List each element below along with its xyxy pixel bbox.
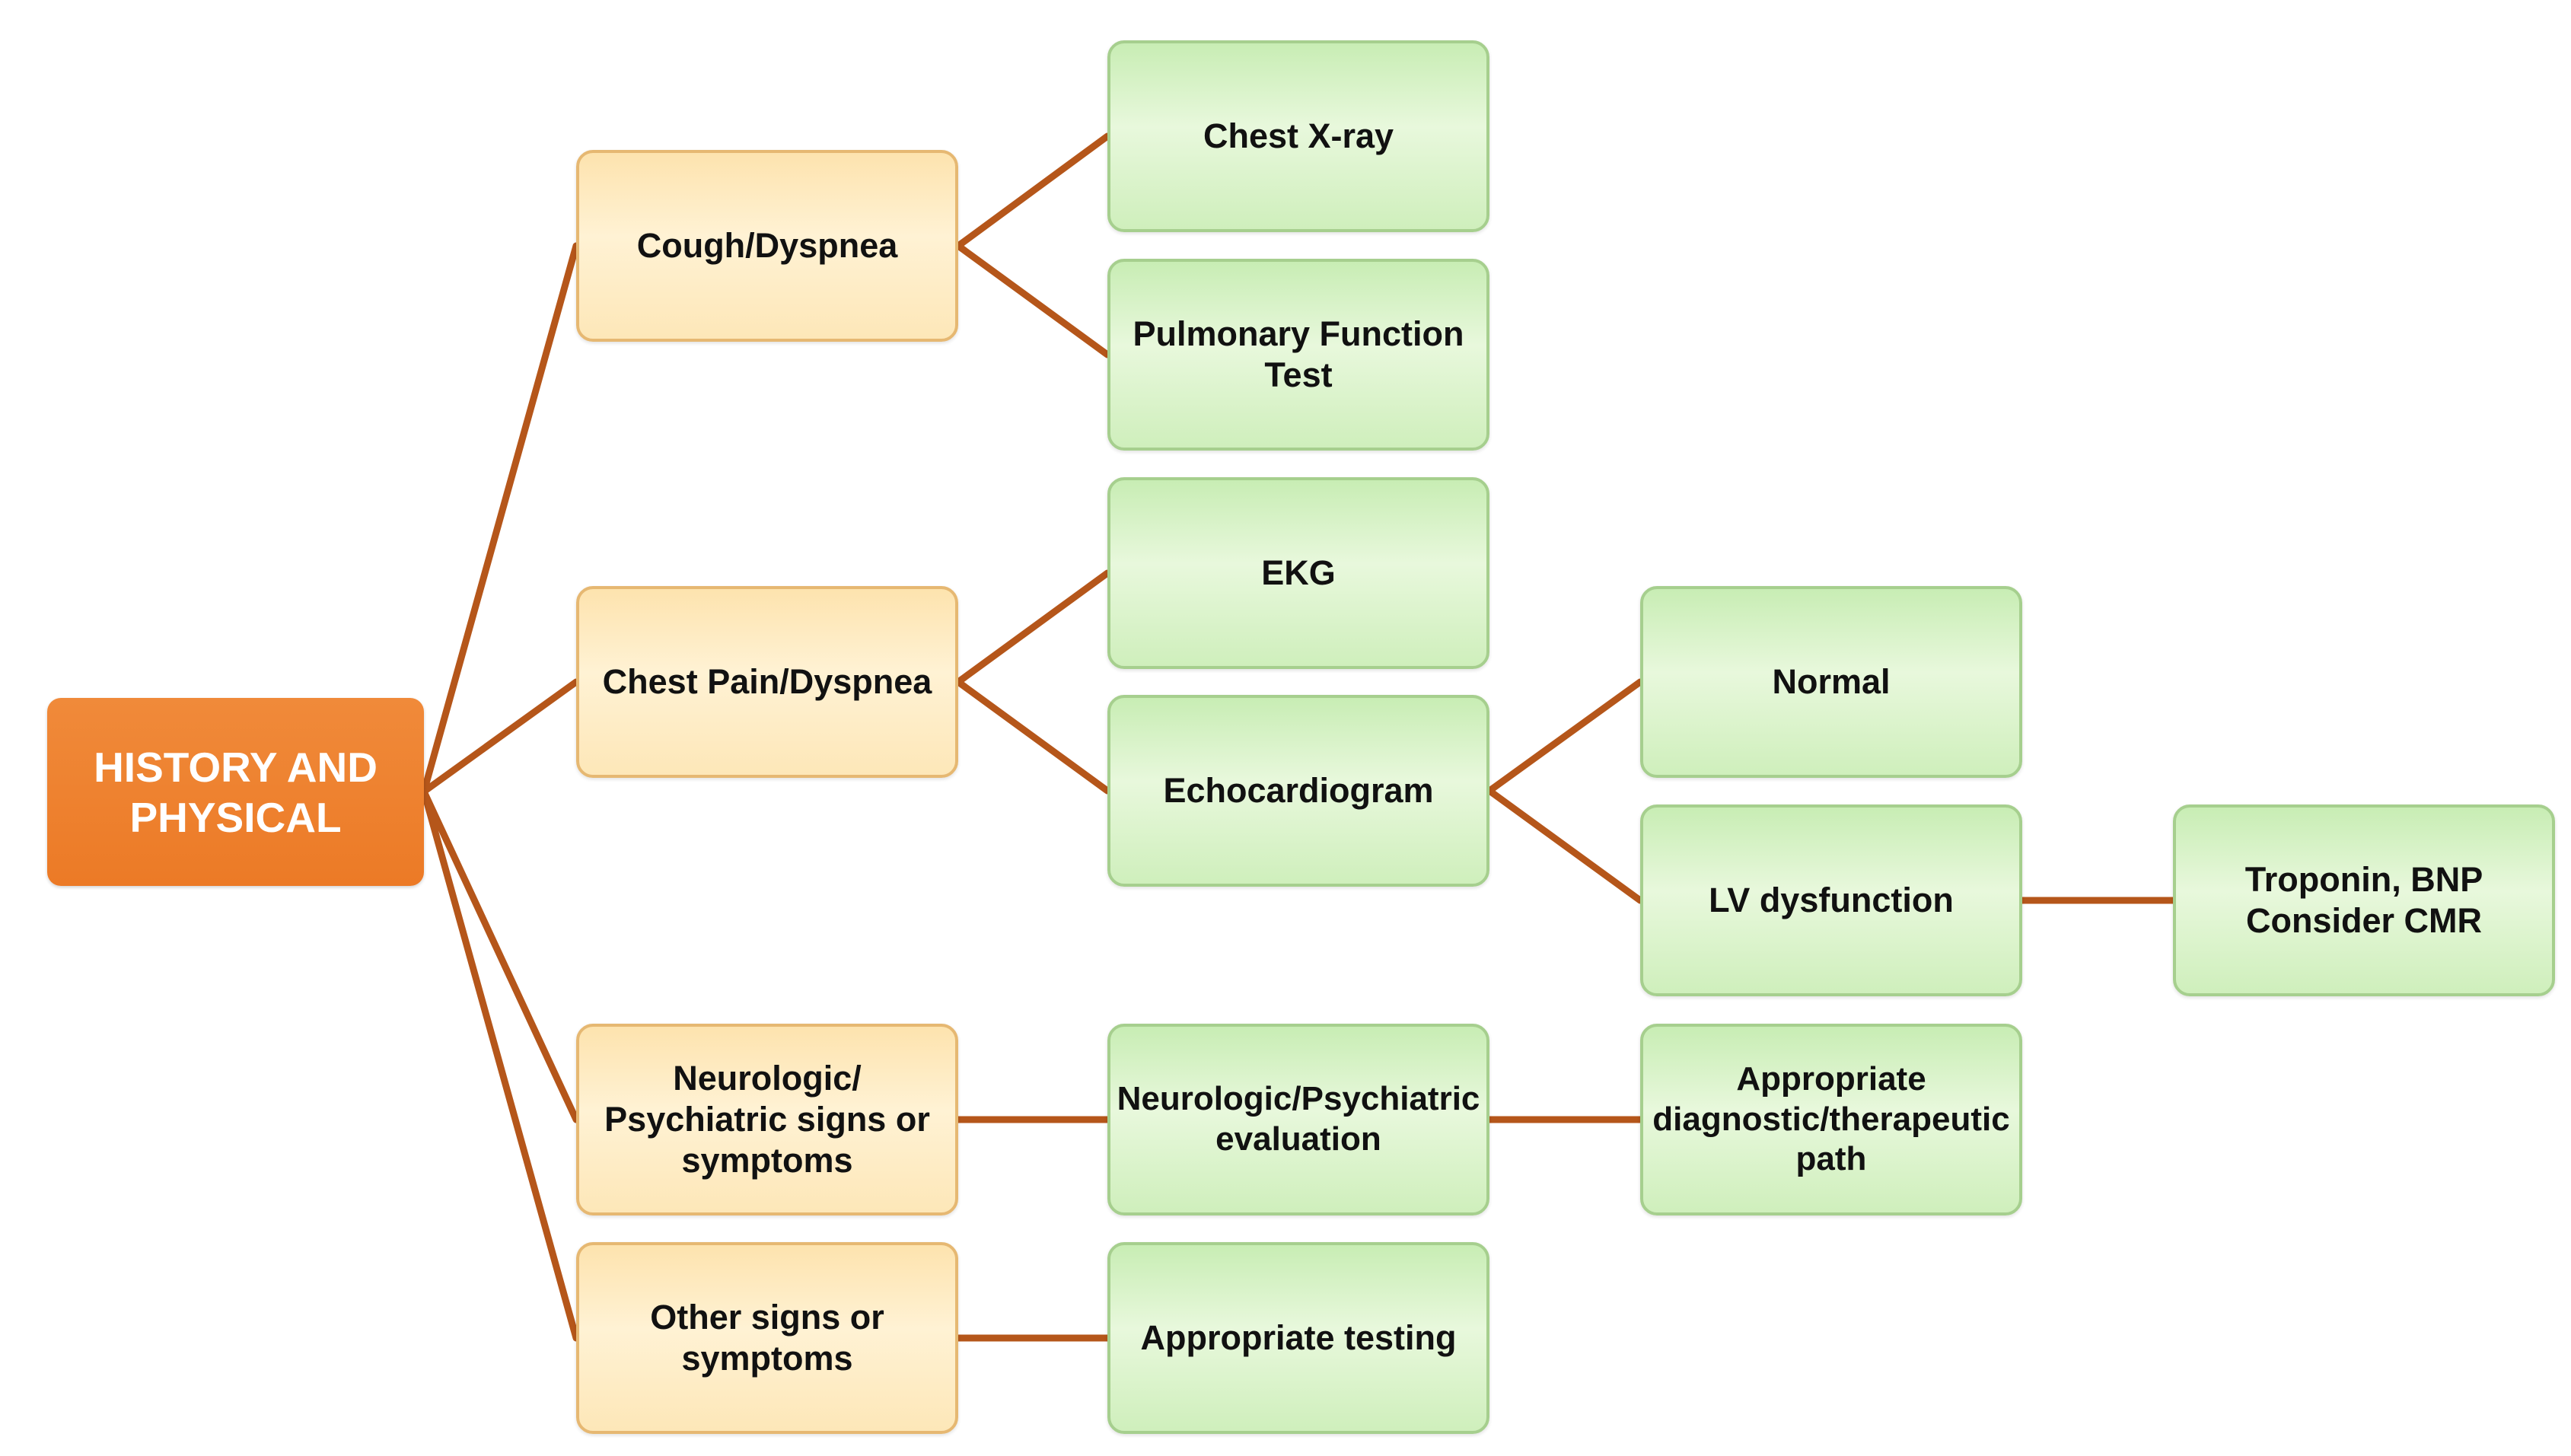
chest-pain-dyspnea-node: Chest Pain/Dyspnea [576, 586, 958, 778]
neuro-psych-signs-node: Neurologic/ Psychiatric signs or symptom… [576, 1024, 958, 1215]
connector-echo-to-lv [1486, 787, 1644, 904]
appropriate-testing-node: Appropriate testing [1107, 1242, 1489, 1434]
troponin-bnp-label: Troponin, BNP Consider CMR [2244, 860, 2483, 940]
ekg-node: EKG [1107, 477, 1489, 669]
connector-cough-to-pft [954, 242, 1111, 358]
connector-chest-pain-to-ekg [954, 569, 1111, 686]
lv-dysfunction-node: LV dysfunction [1640, 804, 2022, 996]
echocardiogram-label: Echocardiogram [1163, 771, 1434, 810]
pulmonary-function-test-label: Pulmonary Function Test [1133, 314, 1464, 394]
neuro-psych-signs-label: Neurologic/ Psychiatric signs or symptom… [604, 1059, 930, 1180]
pulmonary-function-test-node: Pulmonary Function Test [1107, 259, 1489, 451]
neuro-psych-evaluation-label: Neurologic/Psychiatric evaluation [1117, 1080, 1480, 1158]
connector-root-to-other [420, 788, 580, 1342]
appropriate-path-node: Appropriate diagnostic/therapeutic path [1640, 1024, 2022, 1215]
connector-cough-to-xray [954, 132, 1111, 250]
history-and-physical-node: HISTORY AND PHYSICAL [47, 698, 424, 886]
other-signs-label: Other signs or symptoms [650, 1298, 884, 1378]
chest-pain-dyspnea-label: Chest Pain/Dyspnea [602, 662, 932, 701]
chest-xray-node: Chest X-ray [1107, 40, 1489, 232]
connector-root-to-chest-pain [420, 678, 580, 795]
normal-node: Normal [1640, 586, 2022, 778]
ekg-label: EKG [1261, 553, 1336, 592]
connector-echo-to-normal [1486, 678, 1644, 795]
troponin-bnp-node: Troponin, BNP Consider CMR [2173, 804, 2555, 996]
neuro-psych-evaluation-node: Neurologic/Psychiatric evaluation [1107, 1024, 1489, 1215]
other-signs-node: Other signs or symptoms [576, 1242, 958, 1434]
appropriate-testing-label: Appropriate testing [1140, 1318, 1457, 1357]
connector-chest-pain-to-echo [954, 678, 1111, 795]
history-and-physical-label: HISTORY AND PHYSICAL [94, 743, 378, 841]
chest-xray-label: Chest X-ray [1203, 116, 1394, 155]
connector-root-to-cough [420, 242, 580, 795]
connector-root-to-neuro [420, 788, 580, 1123]
normal-label: Normal [1772, 662, 1891, 701]
appropriate-path-label: Appropriate diagnostic/therapeutic path [1652, 1059, 2010, 1178]
echocardiogram-node: Echocardiogram [1107, 695, 1489, 887]
lv-dysfunction-label: LV dysfunction [1709, 881, 1954, 919]
cough-dyspnea-label: Cough/Dyspnea [636, 226, 898, 265]
cough-dyspnea-node: Cough/Dyspnea [576, 150, 958, 342]
